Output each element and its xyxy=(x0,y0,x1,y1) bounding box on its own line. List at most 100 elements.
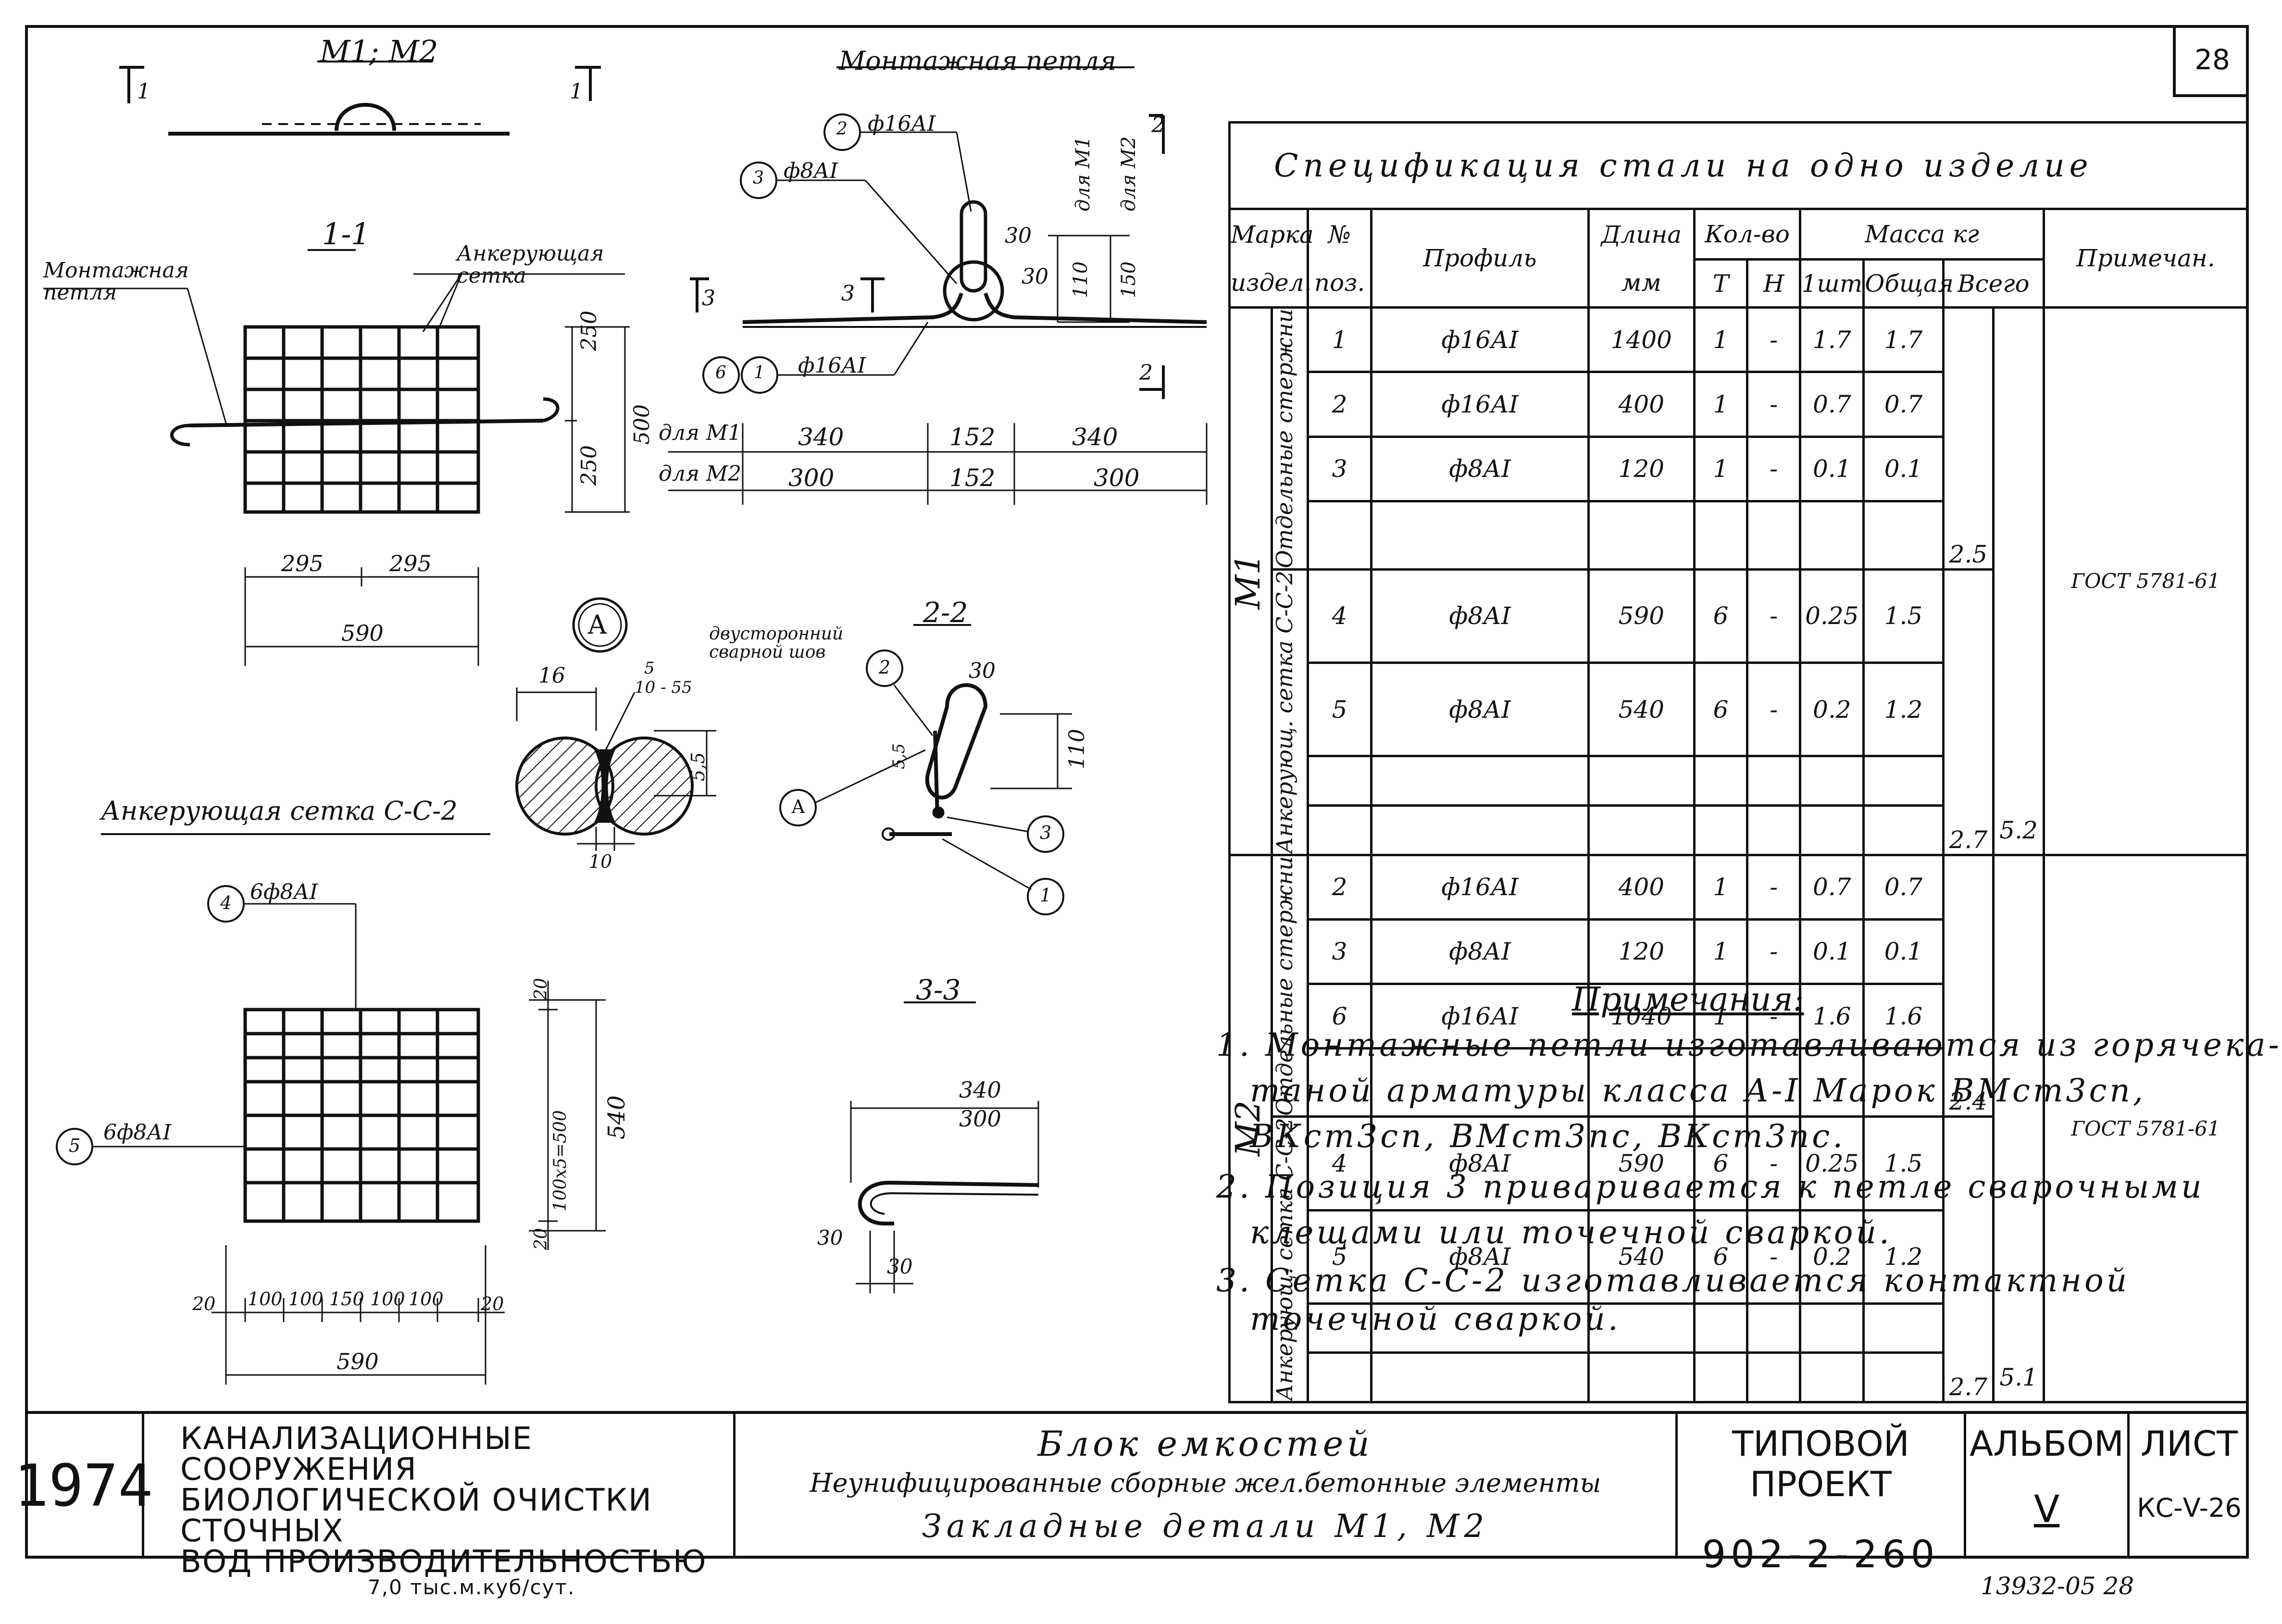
table-row xyxy=(1230,1302,2248,1354)
pos2-profile-label: ф16АI xyxy=(868,112,936,136)
table-cell xyxy=(1370,1047,1590,1118)
mark-5: 5 xyxy=(69,1135,81,1156)
dim-m1-340-right: 340 xyxy=(1072,423,1118,451)
anchor-mesh-label: Анкерующая сетка xyxy=(457,241,604,288)
pos61-profile-label: ф16АI xyxy=(798,353,866,378)
table-cell: 6 xyxy=(1693,1115,1749,1212)
table-cell: 1 xyxy=(1306,306,1373,374)
table-cell: - xyxy=(1746,1115,1802,1212)
title-org-4: 7,0 тыс.м.куб/сут. xyxy=(368,1575,575,1599)
table-row: 5 ф8АI 540 6 - 0.2 1.2 xyxy=(1230,1209,2248,1305)
dim-5: 5 xyxy=(644,659,655,678)
table-cell: 5 xyxy=(1306,1209,1373,1305)
table-row: Анкерующ. сетка С-С-2 4 ф8АI 590 6 - 0.2… xyxy=(1230,1115,2248,1404)
table-cell: 0.25 xyxy=(1799,1115,1865,1212)
table-cell: 120 xyxy=(1587,435,1696,502)
spec-m2-group-mesh: Анкерующ. сетка С-С-2 xyxy=(1272,1118,1298,1401)
table-cell: - xyxy=(1746,983,1802,1050)
table-cell: 0.2 xyxy=(1799,661,1865,758)
detail-a-ref: А xyxy=(791,796,805,817)
title-line-3: Закладные детали М1, М2 xyxy=(922,1508,1489,1545)
spec-h-pos: № xyxy=(1306,208,1373,260)
dim-100-c: 100 xyxy=(370,1288,405,1310)
dim-r30-bottom: 30 xyxy=(1022,264,1048,289)
table-cell: 1 xyxy=(1693,983,1749,1050)
title-org-1: КАНАЛИЗАЦИОННЫЕ СООРУЖЕНИЯ xyxy=(180,1421,533,1487)
dim-30-sec33-w: 30 xyxy=(887,1255,913,1278)
table-row: 3 ф8АI 120 1 - 0.1 0.1 xyxy=(1230,435,2248,502)
table-cell: 590 xyxy=(1587,568,1696,664)
table-cell: - xyxy=(1746,1209,1802,1305)
table-cell: 0.25 xyxy=(1799,568,1865,664)
table-cell: 1 xyxy=(1693,435,1749,502)
table-cell xyxy=(1693,804,1749,856)
table-cell: 4 xyxy=(1306,1115,1373,1212)
dim-10-55: 10 - 55 xyxy=(635,678,692,697)
weld-label: двусторонний сварной шов xyxy=(709,624,844,662)
notes-title: Примечания: xyxy=(1572,981,1804,1019)
table-cell xyxy=(1799,1047,1865,1118)
table-cell xyxy=(1693,755,1749,807)
spec-m1-total: 5.2 xyxy=(1992,306,2045,856)
table-cell xyxy=(1306,804,1373,856)
table-cell: ф16АI xyxy=(1370,306,1590,374)
spec-h-pos2: поз. xyxy=(1306,259,1373,309)
m1m2-plan-view xyxy=(119,61,601,136)
table-cell: 1.5 xyxy=(1862,568,1945,664)
spec-m2-note: ГОСТ 5781-61 xyxy=(2042,853,2249,1404)
table-cell xyxy=(1370,500,1590,571)
table-cell xyxy=(1693,1302,1749,1354)
table-cell: - xyxy=(1746,853,1802,921)
dim-110: 110 xyxy=(1070,261,1092,298)
table-cell: 1.5 xyxy=(1862,1115,1945,1212)
table-cell xyxy=(1306,1047,1373,1118)
table-cell: - xyxy=(1746,568,1802,664)
title-year: 1974 xyxy=(14,1453,153,1520)
table-cell: ф8АI xyxy=(1370,918,1590,986)
table-row: М2 Отдельные стержни 2 ф16АI 400 1 - 0.7… xyxy=(1228,853,2249,1404)
title-project-label: ТИПОВОЙ ПРОЕКТ xyxy=(1732,1424,1909,1504)
table-row xyxy=(1230,1351,2248,1404)
note-1c: ВКст3сп, ВМст3пс, ВКст3пс. xyxy=(1250,1118,1846,1155)
detail-a-view xyxy=(515,597,716,851)
table-cell xyxy=(1587,500,1696,571)
dim-100-b: 100 xyxy=(288,1288,324,1310)
table-cell xyxy=(1370,755,1590,807)
table-cell: ф8АI xyxy=(1370,1209,1590,1305)
table-cell: 1 xyxy=(1693,853,1749,921)
table-cell: - xyxy=(1746,371,1802,438)
pos5-profile-label: 6ф8АI xyxy=(103,1120,172,1145)
dim-295-right: 295 xyxy=(389,550,432,576)
spec-m2-subtotal-bars: 2.4 xyxy=(1942,853,1995,1118)
dim-m1-152: 152 xyxy=(949,423,996,451)
dim-340-sec33: 340 xyxy=(959,1077,1001,1103)
spec-m1-subtotal-bars: 2.5 xyxy=(1942,306,1995,571)
title-org-3: ВОД ПРОИЗВОДИТЕЛЬНОСТЬЮ xyxy=(180,1544,707,1580)
title-album-label: АЛЬБОМ xyxy=(1970,1424,2124,1464)
table-cell: 120 xyxy=(1587,918,1696,986)
section-mark-1-right: 1 xyxy=(570,79,583,104)
dim-m2-152: 152 xyxy=(949,464,996,492)
table-cell: ф16АI xyxy=(1370,853,1590,921)
spec-h-mark: Марка xyxy=(1228,208,1314,260)
table-cell: 3 xyxy=(1306,435,1373,502)
table-cell: 540 xyxy=(1587,1209,1696,1305)
mark-6: 6 xyxy=(715,363,726,383)
sheet-number: 28 xyxy=(2173,25,2249,97)
archive-stamp: 13932-05 28 xyxy=(1981,1572,2134,1600)
spec-title: Спецификация стали на одно изделие xyxy=(1228,121,2249,210)
section-mark-3-left: 3 xyxy=(702,286,715,311)
table-cell: 1400 xyxy=(1587,306,1696,374)
title-line-2: Неунифицированные сборные жел.бетонные э… xyxy=(810,1468,1601,1498)
title-org-2: БИОЛОГИЧЕСКОЙ ОЧИСТКИ СТОЧНЫХ xyxy=(180,1483,652,1549)
table-cell xyxy=(1306,755,1373,807)
dim-100-a: 100 xyxy=(248,1288,283,1310)
dim-100x5: 100х5=500 xyxy=(550,1110,570,1212)
table-cell xyxy=(1370,1351,1590,1404)
table-row: 2 ф16АI 400 1 - 0.7 0.7 xyxy=(1230,371,2248,438)
table-row: Анкерующ. сетка С-С-2 4 ф8АI 590 6 - 0.2… xyxy=(1230,568,2248,856)
spec-m1: М1 xyxy=(1228,553,1268,609)
table-cell xyxy=(1862,1302,1945,1354)
table-cell xyxy=(1799,1302,1865,1354)
table-row: 6 ф16АI 1040 1 - 1.6 1.6 xyxy=(1230,983,2248,1050)
